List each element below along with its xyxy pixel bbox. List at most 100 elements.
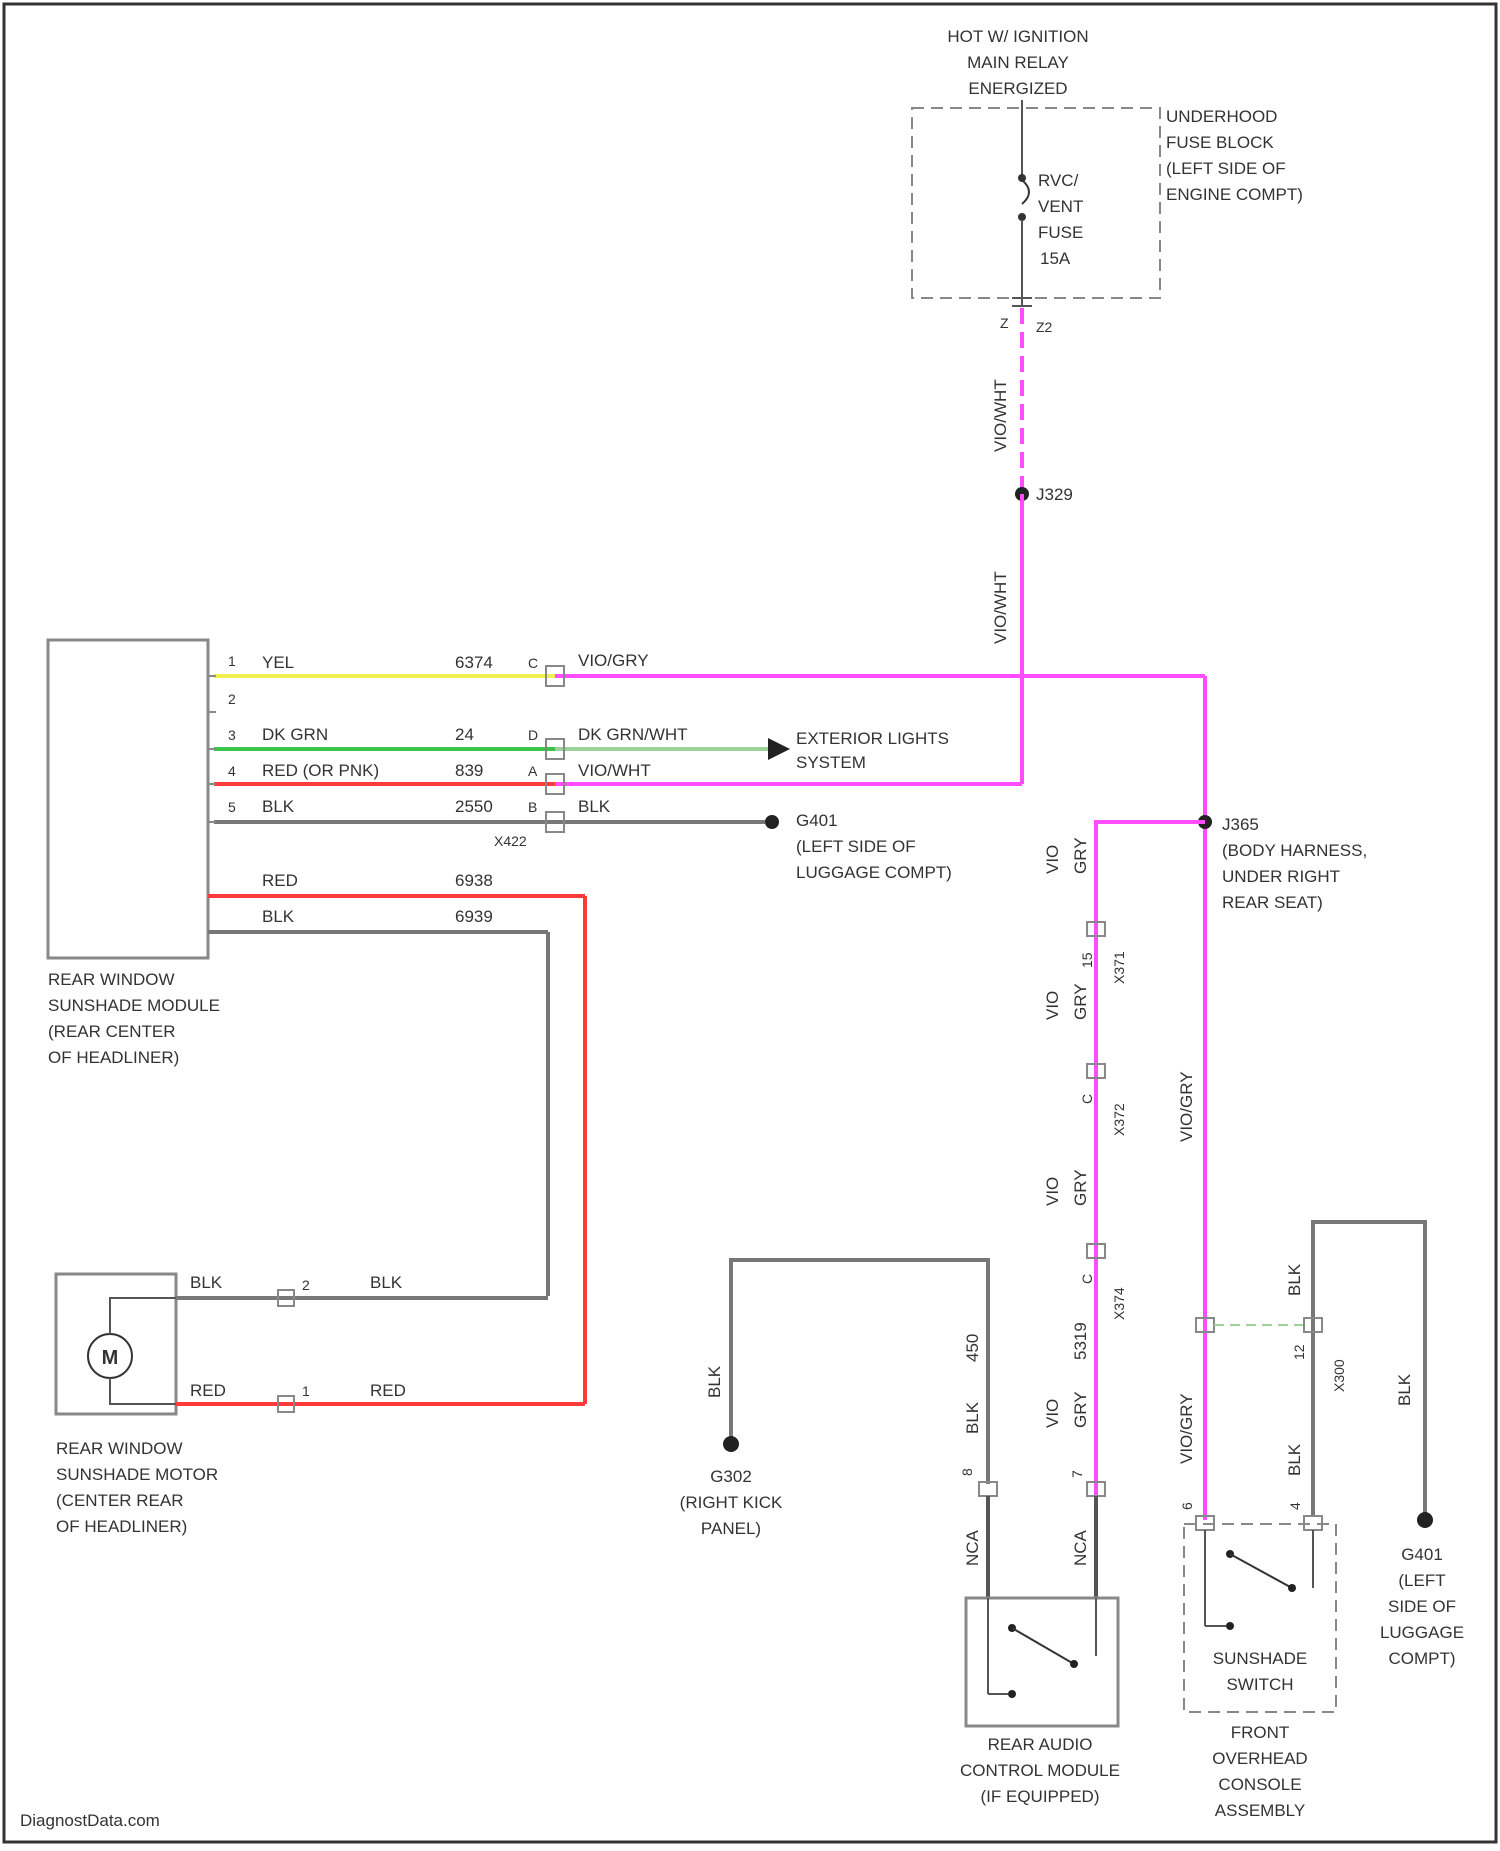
- seg3-label-a: VIO: [1043, 1177, 1062, 1206]
- seg2-label-b: GRY: [1071, 983, 1090, 1020]
- fuse-label-1: RVC/: [1038, 171, 1079, 190]
- audio-blk-wire-label: BLK: [963, 1401, 982, 1434]
- sunshade-blk-top-label: BLK: [1285, 1263, 1304, 1296]
- splice-j329-label: J329: [1036, 485, 1073, 504]
- yel-wire-color: YEL: [262, 653, 294, 672]
- motor-red-wire-color: RED: [262, 871, 298, 890]
- fuse-block-label-4: ENGINE COMPT): [1166, 185, 1303, 204]
- fuse-label-2: VENT: [1038, 197, 1083, 216]
- dk-grn-wht-wire-label: DK GRN/WHT: [578, 725, 688, 744]
- g401-b-label-5: COMPT): [1388, 1649, 1455, 1668]
- motor-blk-right-label: BLK: [370, 1273, 403, 1292]
- module-pin-2: 2: [228, 691, 236, 707]
- module-name-2: SUNSHADE MODULE: [48, 996, 220, 1015]
- x422-connector-label: X422: [494, 833, 527, 849]
- motor-symbol: M: [102, 1347, 119, 1369]
- fuse-block-outline: [912, 108, 1160, 298]
- audio-switch-blade-icon: [1012, 1628, 1074, 1664]
- g401-b-label-4: LUGGAGE: [1380, 1623, 1464, 1642]
- x374-pin: C: [1079, 1274, 1095, 1284]
- sunshade-switch-blade-icon: [1230, 1554, 1292, 1588]
- module-name-1: REAR WINDOW: [48, 970, 175, 989]
- sunshade-blk-loop-wire: [1313, 1222, 1425, 1516]
- ground-g302-dot: [723, 1436, 739, 1452]
- sunshade-vio-gry-label-2: VIO/GRY: [1177, 1393, 1196, 1464]
- module-name-3: (REAR CENTER: [48, 1022, 176, 1041]
- g401-a-label-2: (LEFT SIDE OF: [796, 837, 916, 856]
- g302-label-1: G302: [710, 1467, 752, 1486]
- motor-internal-leads: [110, 1298, 176, 1404]
- sunshade-module-box: [48, 640, 208, 958]
- x374-label: X374: [1111, 1287, 1127, 1320]
- sunshade-switch-label-1: SUNSHADE: [1213, 1649, 1307, 1668]
- console-label-1: FRONT: [1231, 1723, 1290, 1742]
- blk-wire-circuit: 2550: [455, 797, 493, 816]
- j365-label-4: REAR SEAT): [1222, 893, 1323, 912]
- x371-pin: 15: [1079, 952, 1095, 968]
- x422-pin-d: D: [528, 727, 538, 743]
- g401-a-label-1: G401: [796, 811, 838, 830]
- audio-switch-contact-3: [1008, 1690, 1016, 1698]
- audio-vio-pin: 7: [1069, 1470, 1085, 1478]
- x371-label: X371: [1111, 951, 1127, 984]
- console-label-3: CONSOLE: [1218, 1775, 1301, 1794]
- seg1-label-a: VIO: [1043, 845, 1062, 874]
- motor-blk-left-label: BLK: [190, 1273, 223, 1292]
- j365-label-2: (BODY HARNESS,: [1222, 841, 1367, 860]
- motor-name-3: (CENTER REAR: [56, 1491, 184, 1510]
- seg4-label-b: GRY: [1071, 1391, 1090, 1428]
- g401-a-label-3: LUGGAGE COMPT): [796, 863, 952, 882]
- console-label-4: ASSEMBLY: [1215, 1801, 1305, 1820]
- g302-label-2: (RIGHT KICK: [680, 1493, 783, 1512]
- g401-b-label-1: G401: [1401, 1545, 1443, 1564]
- diagram-border: [4, 4, 1496, 1842]
- x422-pin-c: C: [528, 655, 538, 671]
- blk-wire-color-2: BLK: [578, 797, 611, 816]
- fuse-block-label-1: UNDERHOOD: [1166, 107, 1277, 126]
- vio-wht-wire-label-1: VIO/WHT: [991, 379, 1010, 452]
- audio-module-label-3: (IF EQUIPPED): [980, 1787, 1099, 1806]
- power-source-label-3: ENERGIZED: [968, 79, 1067, 98]
- motor-name-2: SUNSHADE MOTOR: [56, 1465, 218, 1484]
- audio-blk-pin: 8: [959, 1468, 975, 1476]
- seg3-label-b: GRY: [1071, 1169, 1090, 1206]
- fuse-label-3: FUSE: [1038, 223, 1083, 242]
- module-pin-4: 4: [228, 763, 236, 779]
- sunshade-blk-mid-label: BLK: [1285, 1443, 1304, 1476]
- fuse-block-label-2: FUSE BLOCK: [1166, 133, 1274, 152]
- red-pnk-wire-circuit: 839: [455, 761, 483, 780]
- motor-name-1: REAR WINDOW: [56, 1439, 183, 1458]
- vio-wht-module-wire-label: VIO/WHT: [578, 761, 651, 780]
- audio-module-label-2: CONTROL MODULE: [960, 1761, 1120, 1780]
- motor-blk-wire-circuit: 6939: [455, 907, 493, 926]
- x372-pin: C: [1079, 1094, 1095, 1104]
- audio-vio-nca-label: NCA: [1071, 1529, 1090, 1566]
- sunshade-pin-4: 4: [1287, 1502, 1303, 1510]
- g302-wire-label: BLK: [705, 1365, 724, 1398]
- dk-grn-wire-color: DK GRN: [262, 725, 328, 744]
- motor-pin-1: 1: [302, 1383, 310, 1399]
- ground-g401-b-dot: [1417, 1512, 1433, 1528]
- g401-b-label-3: SIDE OF: [1388, 1597, 1456, 1616]
- motor-red-left-label: RED: [190, 1381, 226, 1400]
- module-pin-5: 5: [228, 799, 236, 815]
- motor-red-right-label: RED: [370, 1381, 406, 1400]
- fuse-pin-right: Z2: [1036, 319, 1053, 335]
- console-label-2: OVERHEAD: [1212, 1749, 1307, 1768]
- fuse-element-icon: [1022, 180, 1029, 204]
- audio-switch-contact-2: [1070, 1660, 1078, 1668]
- red-pnk-wire-color: RED (OR PNK): [262, 761, 379, 780]
- x422-pin-a: A: [528, 763, 538, 779]
- sunshade-switch-contact-2: [1288, 1584, 1296, 1592]
- exterior-lights-label-2: SYSTEM: [796, 753, 866, 772]
- audio-blk-circuit: 450: [963, 1334, 982, 1362]
- sunshade-motor-box: [56, 1274, 176, 1414]
- power-source-label-2: MAIN RELAY: [967, 53, 1069, 72]
- yel-wire-circuit: 6374: [455, 653, 493, 672]
- module-pin-3: 3: [228, 727, 236, 743]
- seg4-label-c: 5319: [1071, 1322, 1090, 1360]
- sunshade-switch-contact-3: [1226, 1622, 1234, 1630]
- x422-pin-b: B: [528, 799, 537, 815]
